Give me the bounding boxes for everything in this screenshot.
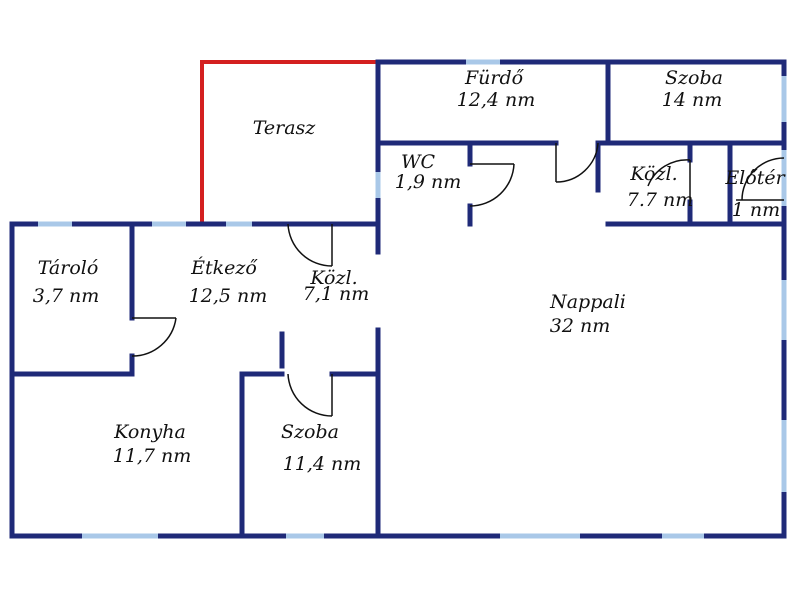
room-label-terasz: Terasz — [253, 117, 317, 139]
room-label-nappali: Nappali — [549, 291, 626, 313]
room-label-szoba-top: Szoba — [665, 67, 723, 89]
room-labels: Fürdő 12,4 nm Szoba 14 nm Terasz WC 1,9 … — [33, 67, 787, 475]
room-area-tarolo: 3,7 nm — [33, 285, 100, 307]
room-area-kozl-top: 7.7 nm — [627, 189, 694, 211]
room-label-konyha: Konyha — [113, 421, 186, 443]
doors — [131, 142, 785, 417]
room-area-furdo: 12,4 nm — [457, 89, 536, 111]
room-area-szoba-top: 14 nm — [662, 89, 722, 111]
room-area-nappali: 32 nm — [550, 315, 610, 337]
room-area-wc: 1,9 nm — [395, 171, 462, 193]
room-label-kozl-mid: Közl. — [309, 267, 357, 289]
room-label-szoba-bottom: Szoba — [281, 421, 339, 443]
room-area-eloter: 1 nm — [732, 199, 780, 221]
windows — [38, 59, 787, 539]
room-label-furdo: Fürdő — [464, 67, 525, 89]
room-label-kozl-top: Közl. — [629, 163, 677, 185]
room-area-konyha: 11,7 nm — [113, 445, 192, 467]
room-label-tarolo: Tároló — [38, 257, 99, 279]
room-label-wc: WC — [401, 151, 436, 173]
room-area-kozl-mid: 7,1 nm — [303, 283, 370, 305]
room-area-etkezo: 12,5 nm — [189, 285, 268, 307]
room-label-eloter: Előtér — [724, 167, 786, 189]
terrace-outline — [200, 60, 378, 222]
room-label-etkezo: Étkező — [190, 256, 258, 279]
room-area-szoba-bottom: 11,4 nm — [283, 453, 362, 475]
